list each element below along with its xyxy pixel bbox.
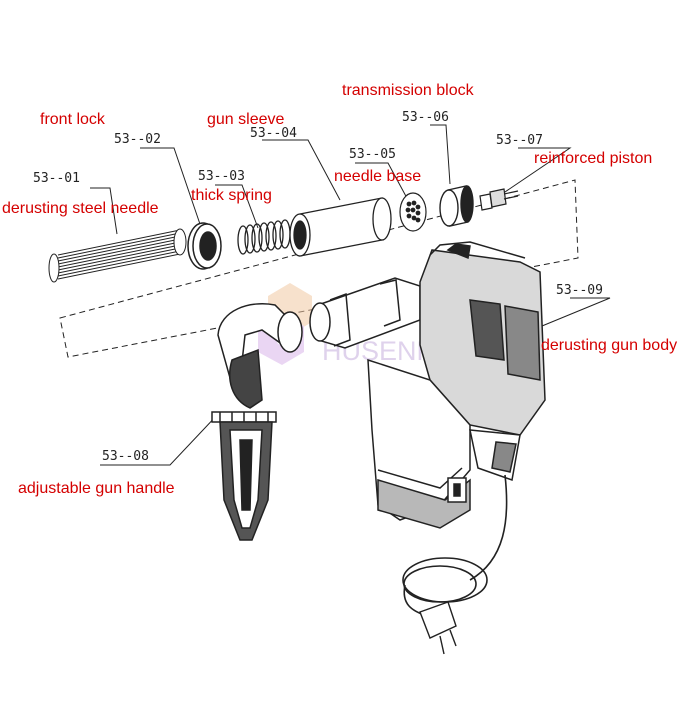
leader-lines xyxy=(90,124,611,466)
adjustable-gun-handle xyxy=(211,303,303,541)
thick-spring xyxy=(237,219,291,255)
part-code-53-08: 53--08 xyxy=(102,449,149,464)
label-needle-base: needle base xyxy=(334,168,422,185)
part-code-53-06: 53--06 xyxy=(402,110,449,125)
part-code-53-02: 53--02 xyxy=(114,132,161,147)
leader-53-06 xyxy=(430,124,451,185)
gun-body xyxy=(309,241,546,529)
leader-53-02 xyxy=(140,147,203,231)
leader-53-01 xyxy=(90,187,118,235)
label-front-lock: front lock xyxy=(40,111,105,128)
label-reinforced-piston: reinforced piston xyxy=(534,150,653,167)
steel-needle-bundle xyxy=(48,228,187,283)
gun-sleeve xyxy=(289,197,392,257)
leader-53-04 xyxy=(262,139,341,201)
transmission-block xyxy=(439,185,474,227)
reinforced-piston xyxy=(479,188,519,211)
part-code-53-09: 53--09 xyxy=(556,283,603,298)
leader-53-07 xyxy=(501,147,572,195)
part-code-53-04: 53--04 xyxy=(250,126,297,141)
part-code-53-05: 53--05 xyxy=(349,147,396,162)
part-code-53-07: 53--07 xyxy=(496,133,543,148)
leader-53-09 xyxy=(541,297,611,327)
label-adjustable-gun-handle: adjustable gun handle xyxy=(18,480,175,497)
needle-base xyxy=(399,192,427,232)
leader-53-05 xyxy=(355,162,409,201)
label-transmission-block: transmission block xyxy=(342,82,474,99)
part-codes: 53--01 53--02 53--03 53--04 53--05 53--0… xyxy=(33,110,603,464)
label-derusting-steel-needle: derusting steel needle xyxy=(2,200,159,217)
leader-53-08 xyxy=(100,411,221,466)
part-code-53-01: 53--01 xyxy=(33,171,80,186)
part-code-53-03: 53--03 xyxy=(198,169,245,184)
label-thick-spring: thick spring xyxy=(191,187,272,204)
exploded-view-outline xyxy=(59,179,579,358)
front-lock-ring xyxy=(187,222,222,270)
label-gun-sleeve: gun sleeve xyxy=(207,111,285,128)
power-plug-icon xyxy=(419,601,457,655)
leader-53-03 xyxy=(215,184,259,229)
label-derusting-gun-body: derusting gun body xyxy=(541,337,678,354)
